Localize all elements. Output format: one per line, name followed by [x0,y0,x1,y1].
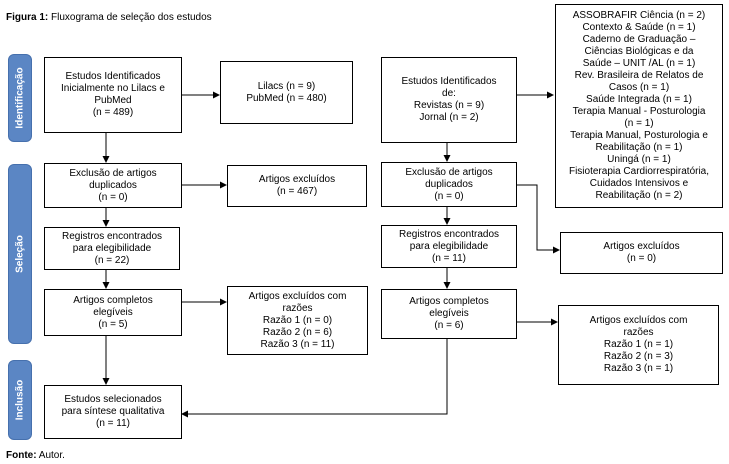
box-line: Reabilitação (n = 1) [595,142,683,153]
box-line: (n = 11) [96,418,130,429]
box-line: Rev. Brasileira de Relatos de [574,70,704,81]
box-selected: Estudos selecionados para síntese qualit… [44,385,182,439]
box-right-full-articles: Artigos completos elegíveis (n = 6) [381,289,517,339]
box-line: Razão 1 (n = 0) [262,314,333,326]
box-left-databases: Lilacs (n = 9) PubMed (n = 480) [220,61,353,124]
box-line: Casos (n = 1) [608,82,670,93]
box-line: Razão 2 (n = 3) [603,351,674,362]
box-line: PubMed [94,95,132,106]
box-line: (n = 0) [626,253,657,264]
box-line: Uningá (n = 1) [607,154,671,165]
box-line: Reabilitação (n = 2) [595,190,683,201]
box-line: duplicados [425,178,473,190]
box-left-duplicates: Exclusão de artigos duplicados (n = 0) [44,163,182,208]
figure-caption-label: Figura 1: [6,12,49,23]
figure-source-text: Autor. [36,450,65,461]
box-line: Inicialmente no Lilacs e [61,83,165,94]
phase-inclusao: Inclusão [8,360,32,440]
box-line: Estudos Identificados [401,76,497,87]
figure-caption-text: Fluxograma de seleção dos estudos [48,12,212,23]
box-line: (n = 1) [624,118,654,129]
box-line: (n = 489) [92,107,134,118]
box-right-eligible-records: Registros encontrados para elegibilidade… [381,225,517,268]
box-left-full-articles: Artigos completos elegíveis (n = 5) [44,289,182,336]
box-left-identified: Estudos Identificados Inicialmente no Li… [44,57,182,133]
box-left-excluded-reasons: Artigos excluídos com razões Razão 1 (n … [227,286,368,355]
arrow-r-full-to-selected [181,339,448,418]
box-line: elegíveis [93,306,133,318]
box-line: Registros encontrados [398,228,500,240]
box-line: ASSOBRAFIR Ciência (n = 2) [572,10,706,21]
box-right-excluded-reasons: Artigos excluídos com razões Razão 1 (n … [558,305,719,385]
box-line: para elegibilidade [409,240,489,252]
box-line: de: [442,88,456,99]
box-right-excluded: Artigos excluídos (n = 0) [560,232,723,274]
box-line: razões [623,327,654,338]
box-line: Estudos Identificados [65,71,161,82]
box-line: (n = 5) [98,318,128,330]
box-left-excluded: Artigos excluídos (n = 467) [227,165,367,207]
box-right-identified: Estudos Identificados de: Revistas (n = … [381,57,517,143]
box-line: Artigos completos [409,296,489,307]
box-line: PubMed (n = 480) [246,92,327,104]
arrow-r-duplicates-to-excluded [517,184,560,254]
box-line: duplicados [89,179,137,191]
box-line: Estudos selecionados [64,394,162,405]
box-line: Cuidados Intensivos e [589,178,689,189]
box-line: razões [282,302,313,314]
phase-selecao: Seleção [8,164,32,344]
box-line: (n = 11) [432,252,466,264]
box-line: Artigos excluídos com [248,290,347,302]
box-right-journals: ASSOBRAFIR Ciência (n = 2) Contexto & Sa… [555,4,723,208]
box-line: Artigos excluídos com [589,315,688,326]
box-line: Artigos excluídos [258,174,336,185]
box-line: Exclusão de artigos [405,166,493,178]
phase-identificacao: Identificação [8,54,32,142]
box-line: Terapia Manual, Posturologia e [570,130,708,141]
box-line: Lilacs (n = 9) [257,80,316,92]
box-line: Caderno de Graduação – [582,34,696,45]
box-line: (n = 22) [94,254,130,266]
box-line: Revistas (n = 9) [413,100,485,111]
box-line: para síntese qualitativa [61,406,165,417]
box-line: para elegibilidade [72,242,152,254]
box-line: elegíveis [429,308,469,319]
box-left-eligible-records: Registros encontrados para elegibilidade… [44,227,180,270]
box-line: Artigos excluídos [603,241,680,252]
box-line: Jornal (n = 2) [419,112,479,123]
figure-caption: Figura 1: Fluxograma de seleção dos estu… [6,12,212,23]
box-line: Razão 2 (n = 6) [262,326,333,338]
figure-source-label: Fonte: [6,450,37,461]
box-line: Exclusão de artigos [69,167,157,179]
box-line: Artigos completos [73,294,153,306]
box-line: Terapia Manual - Posturologia [572,106,706,117]
box-line: Ciências Biológicas e da [584,46,694,57]
box-line: Registros encontrados [61,230,163,242]
figure-source: Fonte: Autor. [6,450,65,461]
box-line: (n = 467) [276,186,318,197]
box-line: (n = 0) [434,190,464,202]
box-right-duplicates: Exclusão de artigos duplicados (n = 0) [381,162,517,207]
box-line: Razão 3 (n = 11) [260,338,335,350]
box-line: Razão 1 (n = 1) [603,339,674,350]
box-line: Saúde Integrada (n = 1) [586,94,692,105]
box-line: (n = 6) [434,320,464,331]
box-line: (n = 0) [98,191,128,203]
box-line: Contexto & Saúde (n = 1) [582,22,696,33]
box-line: Fisioterapia Cardiorrespiratória, [568,166,710,177]
box-line: Razão 3 (n = 1) [603,363,674,374]
box-line: Saúde – UNIT /AL (n = 1) [582,58,696,69]
